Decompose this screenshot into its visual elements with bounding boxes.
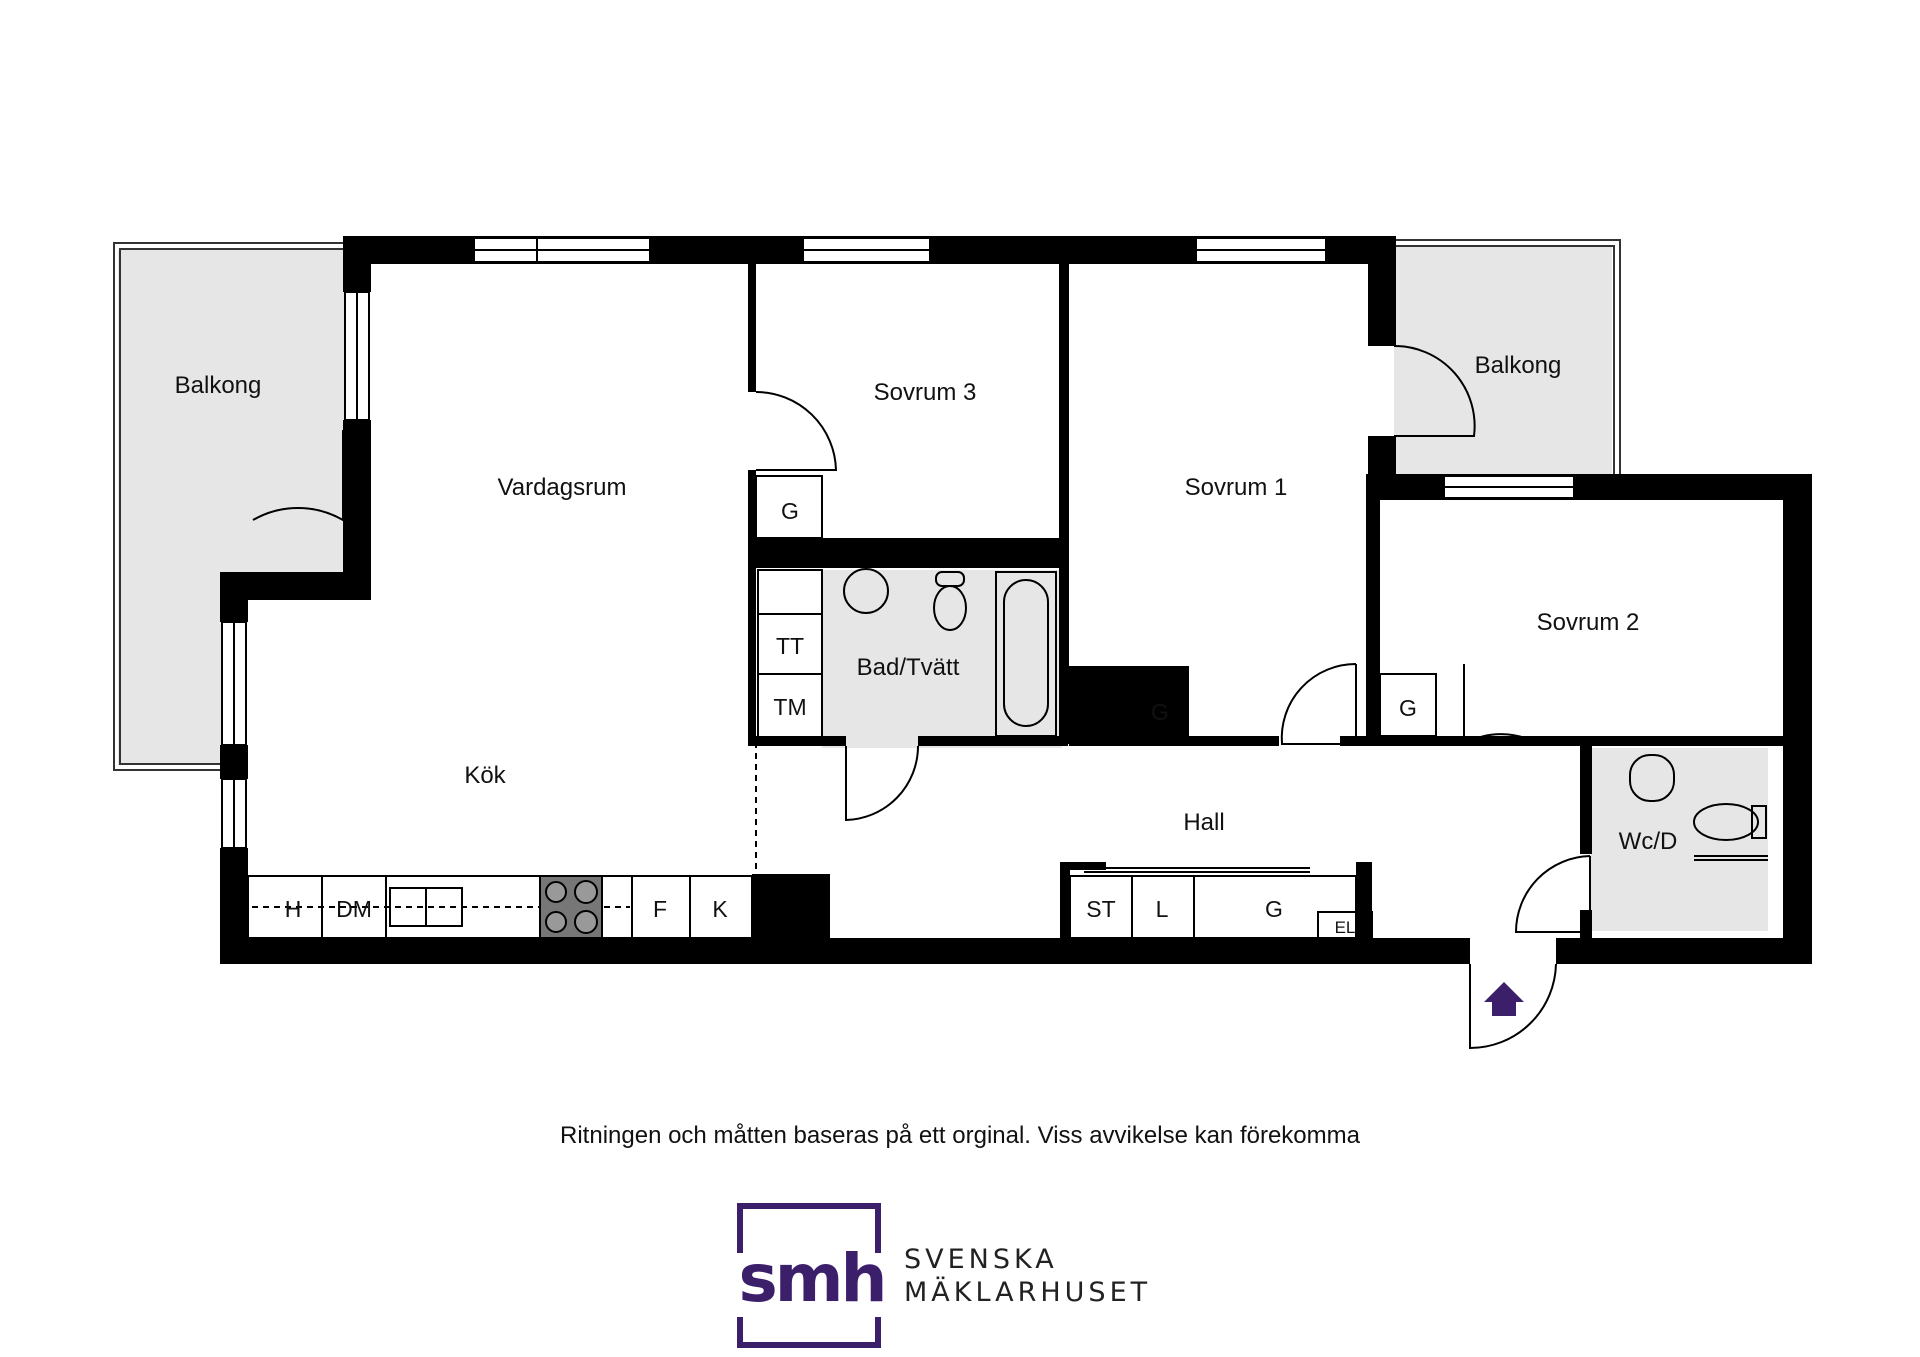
fixture-label-el: EL (1335, 918, 1356, 937)
fixture-label-st: ST (1086, 896, 1115, 922)
cooktop (539, 875, 603, 939)
logo-line-1: SVENSKA (904, 1244, 1058, 1275)
fixture-label-g-hall: G (1265, 896, 1283, 922)
room-label-sovrum1: Sovrum 1 (1185, 474, 1288, 501)
doors (252, 344, 1591, 1050)
fixture-label-dm: DM (336, 896, 372, 922)
fixture-label-g-sovrum1: G (1151, 699, 1169, 725)
room-label-hall: Hall (1183, 809, 1224, 836)
fixture-label-tm: TM (773, 694, 806, 720)
fixture-label-g-sovrum3: G (781, 498, 799, 524)
fixture-label-g-sovrum2: G (1399, 695, 1417, 721)
fixture-label-tt: TT (776, 633, 804, 659)
bath-floor (822, 570, 1062, 748)
room-label-wc: Wc/D (1619, 828, 1678, 855)
room-label-kok: Kök (464, 762, 506, 789)
entrance-arrow-icon (1484, 982, 1524, 1016)
room-label-balkong-right: Balkong (1475, 352, 1562, 379)
fixture-label-h: H (285, 896, 302, 922)
logo-line-2: MÄKLARHUSET (904, 1277, 1152, 1308)
balcony-left-floor (118, 250, 346, 765)
room-label-balkong-left: Balkong (175, 372, 262, 399)
room-label-vardagsrum: Vardagsrum (498, 474, 627, 501)
wc-floor (1590, 748, 1768, 931)
fixture-label-k: K (712, 896, 728, 922)
windows (221, 237, 1575, 849)
fixture-outlines (247, 475, 1768, 939)
room-label-sovrum3: Sovrum 3 (874, 379, 977, 406)
logo-wordmark: SVENSKA MÄKLARHUSET (904, 1243, 1151, 1309)
disclaimer-text: Ritningen och måtten baseras på ett orgi… (560, 1122, 1360, 1149)
room-label-bad: Bad/Tvätt (857, 654, 960, 681)
fixture-label-f: F (653, 896, 667, 922)
room-label-sovrum2: Sovrum 2 (1537, 609, 1640, 636)
logo-mark: smh (734, 1246, 889, 1317)
fixture-label-l: L (1156, 896, 1169, 922)
balcony-railings (113, 239, 1621, 771)
